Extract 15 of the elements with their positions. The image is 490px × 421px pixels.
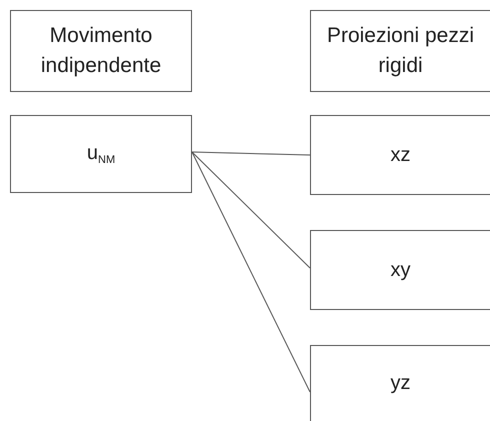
process-box [310, 115, 490, 195]
box-label: u$_{NM}$ [86, 141, 116, 168]
process-box [10, 115, 192, 193]
box-label: Proiezioni pezzi rigidi [326, 22, 476, 79]
process-box [310, 345, 490, 421]
box-label: xy [390, 258, 410, 282]
header-box [10, 10, 192, 92]
header-box [310, 10, 490, 92]
connector-line [192, 152, 310, 156]
box-label: Movimento indipendente [40, 22, 162, 79]
connector-line [192, 152, 310, 268]
process-box [310, 230, 490, 310]
connector-line [192, 152, 310, 392]
box-label: yz [390, 371, 410, 396]
box-label: xz [390, 142, 410, 168]
